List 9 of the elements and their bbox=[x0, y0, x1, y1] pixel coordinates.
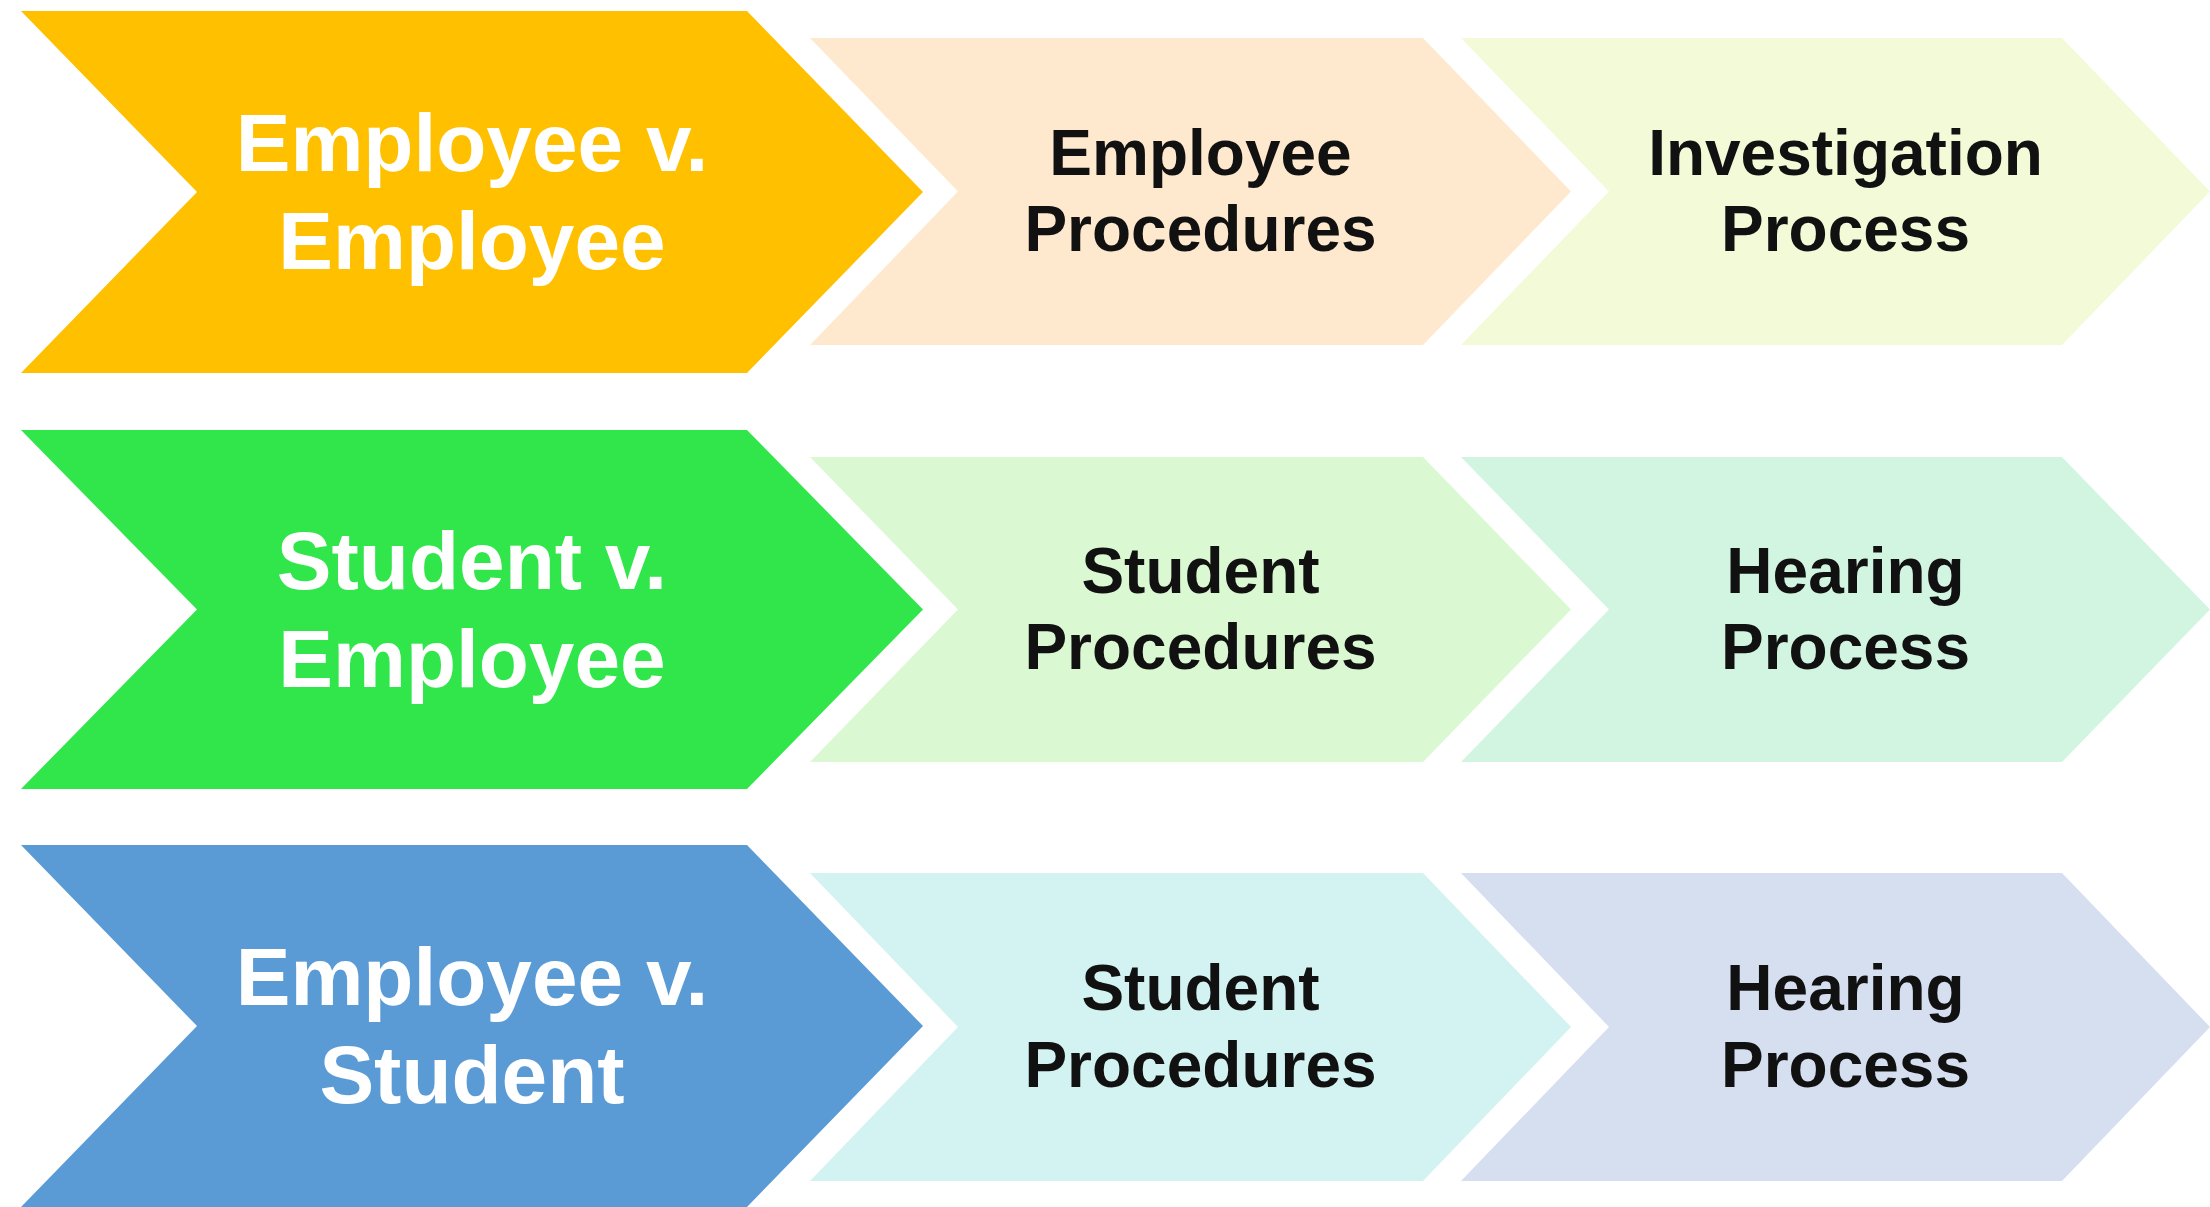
step-label: Employee Procedures bbox=[1023, 115, 1378, 268]
step-label: Hearing Process bbox=[1719, 533, 1972, 686]
step-label: Hearing Process bbox=[1719, 951, 1972, 1103]
step-label: Investigation Process bbox=[1647, 115, 2044, 268]
step-label: Employee v. Student bbox=[234, 929, 710, 1122]
step-label: Student Procedures bbox=[1023, 951, 1378, 1103]
step-label: Student v. Employee bbox=[275, 513, 669, 706]
step-label: Employee v. Employee bbox=[234, 95, 710, 288]
step-label: Student Procedures bbox=[1023, 533, 1378, 686]
